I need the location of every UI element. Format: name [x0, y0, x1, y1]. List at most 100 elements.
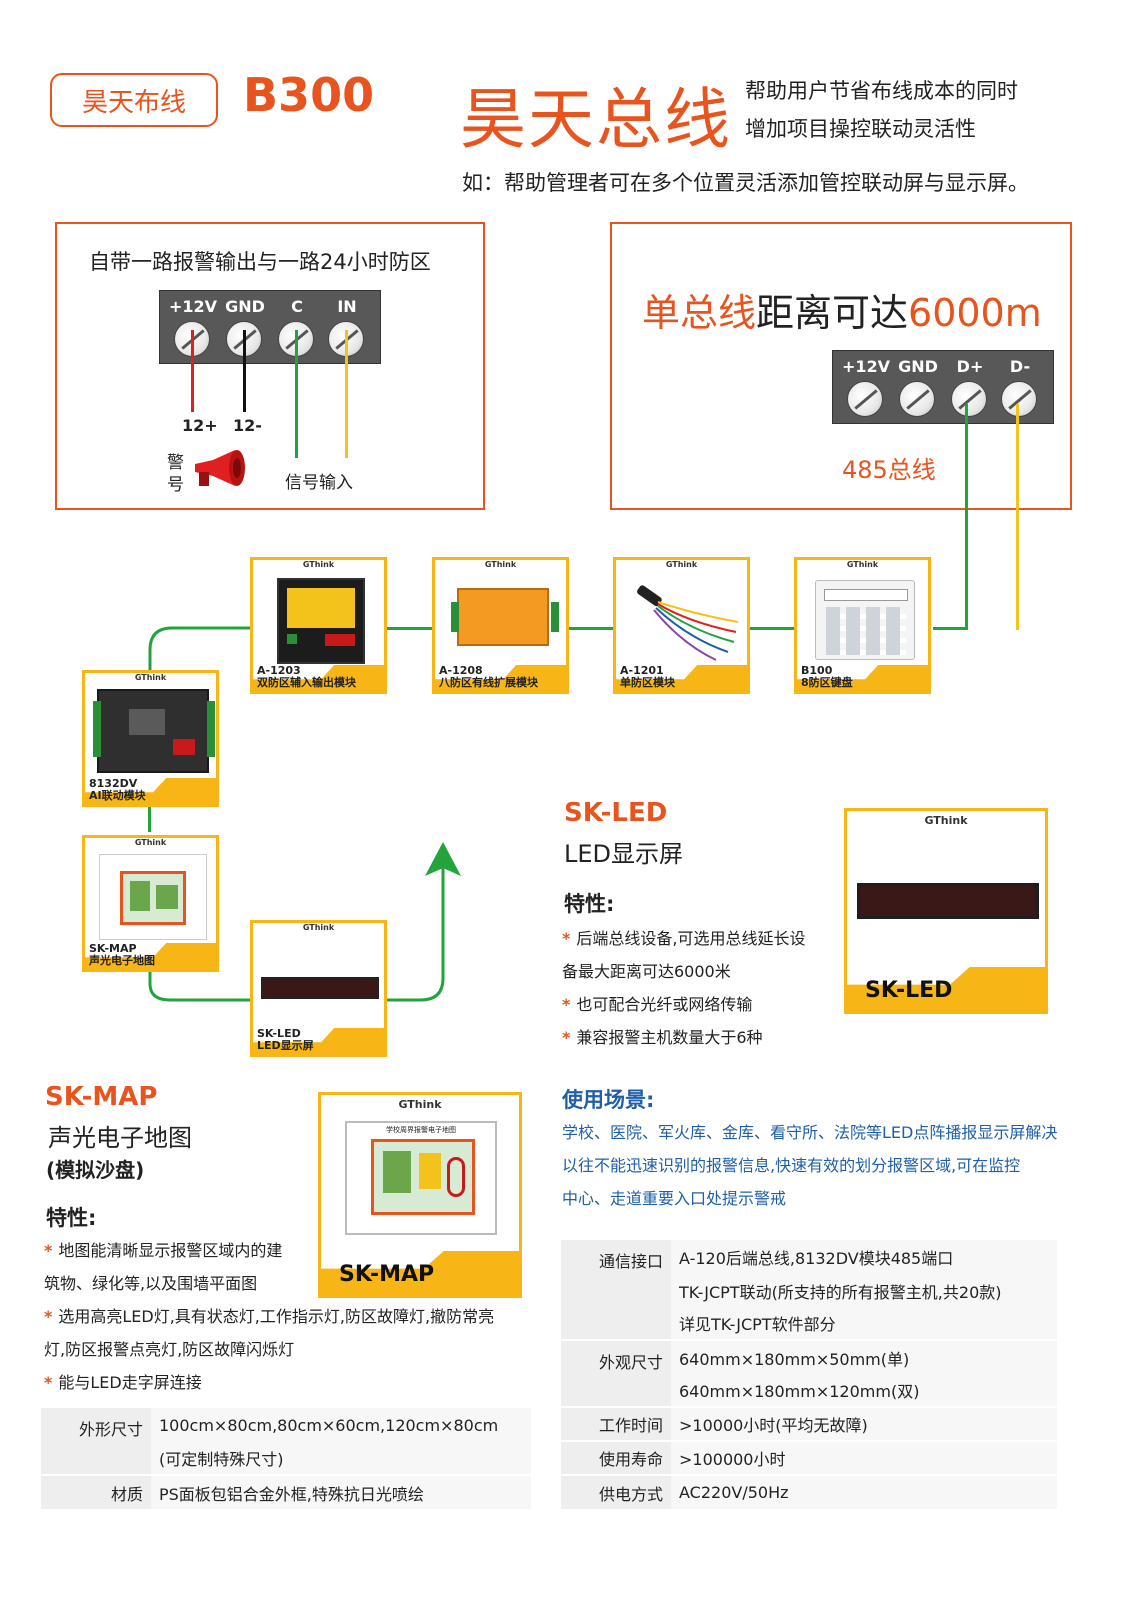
spec-value: AC220V/50Hz — [671, 1474, 1057, 1509]
terminal-label: D+ — [956, 357, 984, 376]
green-wire — [295, 330, 298, 458]
module-image — [277, 578, 365, 664]
spec-value: >100000小时 — [671, 1440, 1057, 1475]
bus-label: 485总线 — [842, 456, 936, 484]
card-brand: GThink — [665, 560, 698, 569]
brand-pill: 昊天布线 — [50, 73, 218, 127]
card-brand: GThink — [484, 560, 517, 569]
connector-curve — [148, 970, 250, 1002]
connector — [387, 627, 432, 630]
map-image: 学校周界报警电子地图 — [345, 1121, 497, 1235]
card-brand: GThink — [846, 560, 879, 569]
spec-key: 供电方式 — [561, 1474, 671, 1509]
product-label: SK-MAP — [339, 1262, 435, 1287]
bus-title-text: 距离可达 — [756, 291, 909, 335]
card-brand: GThink — [302, 923, 335, 932]
spec-key: 通信接口 — [561, 1240, 671, 1340]
led-screen-image — [857, 883, 1039, 919]
d-plus-wire-h — [933, 627, 968, 630]
alarm-panel-title: 自带一路报警输出与一路24小时防区 — [89, 250, 431, 274]
skmap-subtitle-2: (模拟沙盘) — [46, 1158, 145, 1182]
terminal-label: IN — [337, 297, 357, 316]
skmap-subtitle: 声光电子地图 — [48, 1124, 192, 1152]
skled-features: *后端总线设备,可选用总线延长设 备最大距离可达6000米 *也可配合光纤或网络… — [562, 922, 852, 1054]
black-wire — [243, 330, 246, 412]
model-number: B300 — [243, 68, 375, 122]
spec-value: TK-JCPT联动(所支持的所有报警主机,共20款) — [671, 1274, 1057, 1307]
connector — [750, 627, 794, 630]
card-brand: GThink — [134, 673, 167, 682]
slogan-line-1: 帮助用户节省布线成本的同时 — [745, 79, 1018, 103]
spec-key: 工作时间 — [561, 1406, 671, 1441]
screw-icon — [899, 381, 935, 417]
spec-value: 详见TK-JCPT软件部分 — [671, 1307, 1057, 1340]
siren-label: 警号 — [167, 453, 184, 495]
terminal-label: +12V — [168, 297, 218, 316]
bus-title-distance: 6000m — [908, 291, 1042, 335]
screw-icon — [1001, 381, 1037, 417]
skled-title: SK-LED — [564, 798, 668, 828]
card-brand: GThink — [302, 560, 335, 569]
spec-key: 使用寿命 — [561, 1440, 671, 1475]
spec-value: 100cm×80cm,80cm×60cm,120cm×80cm — [151, 1408, 531, 1442]
spec-value: 640mm×180mm×120mm(双) — [671, 1374, 1057, 1407]
spec-value: >10000小时(平均无故障) — [671, 1406, 1057, 1441]
yellow-wire — [345, 330, 348, 458]
page-title: 昊天总线 — [460, 81, 732, 158]
skled-features-title: 特性: — [564, 892, 615, 916]
map-image — [99, 854, 207, 940]
feature-item: 筑物、绿化等,以及围墙平面图 — [44, 1274, 258, 1293]
skmap-features-title: 特性: — [46, 1206, 97, 1230]
d-plus-wire — [965, 404, 968, 630]
module-image — [637, 585, 739, 661]
feature-item: *能与LED走字屏连接 — [44, 1373, 202, 1392]
feature-item: *也可配合光纤或网络传输 — [562, 995, 753, 1014]
led-image — [261, 977, 379, 999]
red-wire — [191, 330, 194, 412]
card-brand: GThink — [924, 814, 968, 827]
skmap-features: *地图能清晰显示报警区域内的建 筑物、绿化等,以及围墙平面图 *选用高亮LED灯… — [44, 1234, 534, 1399]
example-text: 如：帮助管理者可在多个位置灵活添加管控联动屏与显示屏。 — [462, 171, 1029, 195]
keypad-image — [815, 580, 915, 660]
screw-icon — [951, 381, 987, 417]
skled-product-card: GThink SK-LED — [844, 808, 1048, 1014]
spec-key: 外观尺寸 — [561, 1339, 671, 1407]
bus-title-highlight: 单总线 — [642, 291, 757, 335]
wire-label-minus: 12- — [233, 416, 262, 435]
spec-key: 材质 — [41, 1474, 151, 1509]
map-caption: 学校周界报警电子地图 — [386, 1126, 456, 1134]
terminal-label: +12V — [841, 357, 891, 376]
slogan-line-2: 增加项目操控联动灵活性 — [745, 117, 976, 141]
skmap-product-card: GThink 学校周界报警电子地图 SK-MAP — [318, 1092, 522, 1298]
feature-item: 备最大距离可达6000米 — [562, 962, 731, 981]
spec-key: 外形尺寸 — [41, 1408, 151, 1475]
terminal-label: GND — [898, 357, 938, 376]
bus-terminal-block: +12V GND D+ D- — [832, 350, 1054, 424]
bus-panel-title: 单总线距离可达6000m — [642, 282, 1042, 337]
wire-label-plus: 12+ — [182, 416, 218, 435]
skmap-title: SK-MAP — [45, 1082, 158, 1112]
skled-subtitle: LED显示屏 — [564, 840, 684, 868]
up-arrow-icon — [387, 842, 461, 1002]
siren-icon — [195, 450, 245, 486]
card-brand: GThink — [134, 838, 167, 847]
feature-item: *地图能清晰显示报警区域内的建 — [44, 1241, 283, 1260]
spec-value: A-120后端总线,8132DV模块485端口 — [671, 1240, 1057, 1274]
feature-item: *兼容报警主机数量大于6种 — [562, 1028, 763, 1047]
connector — [148, 806, 151, 832]
card-brand: GThink — [398, 1098, 442, 1111]
usage-text: 学校、医院、军火库、金库、看守所、法院等LED点阵播报显示屏解决 以往不能迅速识… — [562, 1123, 1058, 1208]
feature-item: *后端总线设备,可选用总线延长设 — [562, 929, 806, 948]
